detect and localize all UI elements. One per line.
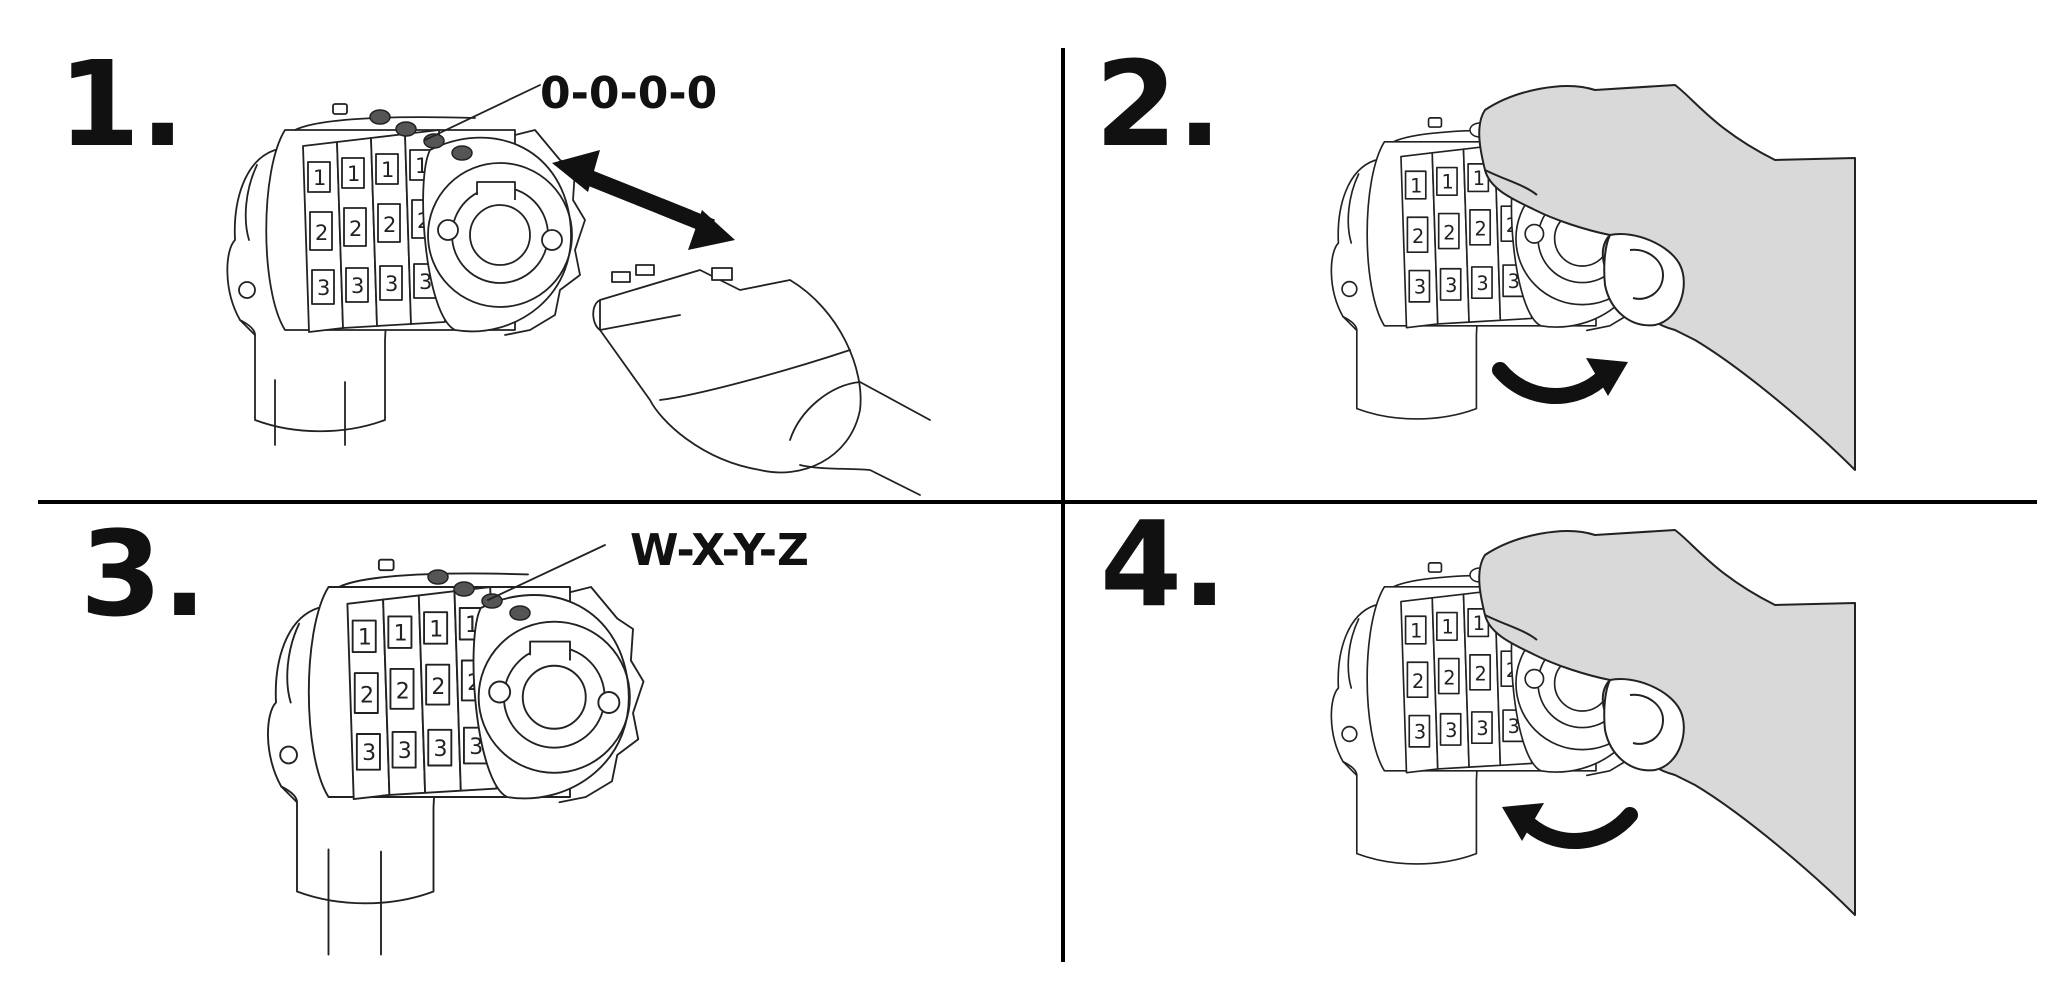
step-1-code: 0-0-0-0	[540, 68, 717, 119]
rotate-arrow-icon	[1502, 803, 1630, 841]
step-2-panel: 2.	[1095, 35, 1856, 471]
step-4-number: 4.	[1100, 495, 1227, 633]
combination-lock-icon	[267, 558, 645, 956]
cable-plug-icon	[592, 264, 931, 496]
step-1-panel: 1. 0-0-0-0	[58, 35, 931, 496]
step-1-number: 1.	[58, 35, 185, 173]
double-arrow-icon	[552, 150, 735, 250]
combination-lock-icon	[226, 103, 586, 446]
step-3-panel: 3. W-X-Y-Z	[80, 505, 809, 956]
step-4-panel: 4.	[1100, 495, 1856, 916]
rotate-arrow-icon	[1500, 358, 1628, 396]
step-3-code: W-X-Y-Z	[630, 525, 809, 576]
step-2-number: 2.	[1095, 35, 1222, 173]
step-3-number: 3.	[80, 505, 207, 643]
